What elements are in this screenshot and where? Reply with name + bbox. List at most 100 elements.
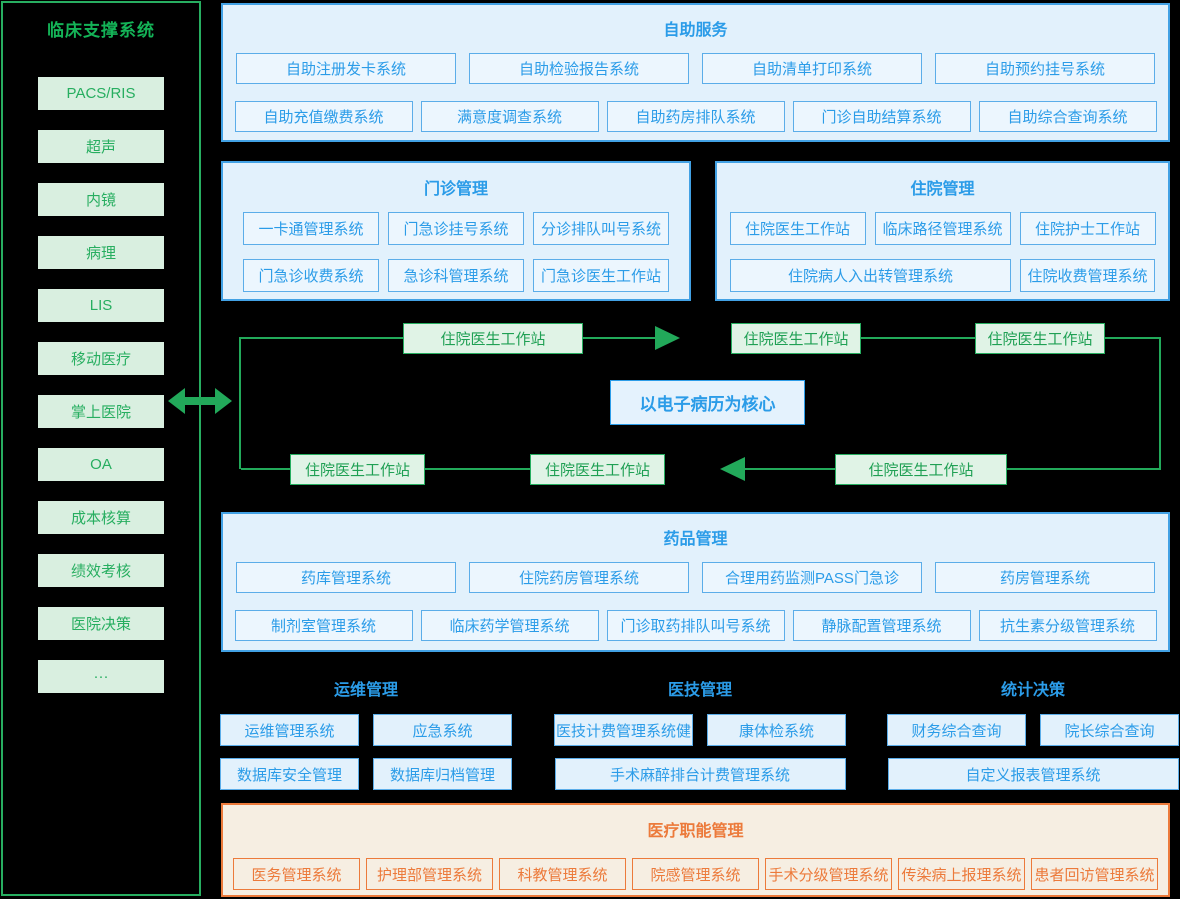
sidebar-item: PACS/RIS	[38, 77, 164, 110]
system-node: 满意度调查系统	[420, 101, 599, 132]
connector-line	[1105, 337, 1161, 339]
admin-section: 医疗职能管理 医务管理系统护理部管理系统科教管理系统院感管理系统手术分级管理系统…	[221, 803, 1170, 897]
system-node: 住院药房管理系统	[469, 562, 689, 593]
system-node: 急诊科管理系统	[388, 259, 524, 292]
system-node: 门诊取药排队叫号系统	[606, 610, 785, 641]
system-node: 临床药学管理系统	[420, 610, 599, 641]
connector-line	[239, 338, 241, 469]
sidebar-item: ···	[38, 660, 164, 693]
system-node: 分诊排队叫号系统	[533, 212, 669, 245]
self-service-row1: 自助注册发卡系统自助检验报告系统自助清单打印系统自助预约挂号系统	[223, 53, 1168, 84]
flow-station: 住院医生工作站	[975, 323, 1105, 354]
sidebar-item-list: PACS/RIS 超声内镜病理 LIS 移动医疗掌上医院 OA 成本核算绩效考核医院决策 ·…	[3, 77, 199, 693]
inpatient-row1: 住院医生工作站临床路径管理系统住院护士工作站	[717, 212, 1168, 245]
admin-row: 医务管理系统护理部管理系统科教管理系统院感管理系统手术分级管理系统传染病上报理系…	[223, 858, 1168, 890]
system-node: 数据库安全管理	[220, 758, 359, 790]
system-node: 自助检验报告系统	[469, 53, 689, 84]
system-node: 康体检系统	[707, 714, 846, 746]
self-service-title: 自助服务	[663, 22, 728, 39]
system-node: 自定义报表管理系统	[887, 758, 1179, 790]
ops-group: 运维管理 运维管理系统应急系统 数据库安全管理数据库归档管理	[220, 676, 512, 790]
sidebar-item: OA	[38, 448, 164, 481]
inpatient-section: 住院管理 住院医生工作站临床路径管理系统住院护士工作站 住院病人入出转管理系统 …	[715, 161, 1170, 301]
inpatient-title: 住院管理	[910, 181, 975, 198]
outpatient-section: 门诊管理 一卡通管理系统门急诊挂号系统分诊排队叫号系统 门急诊收费系统急诊科管理…	[221, 161, 691, 301]
flow-station: 住院医生工作站	[835, 454, 1007, 485]
system-node: 传染病上报理系统	[898, 858, 1025, 890]
medtech-group: 医技管理 医技计费管理系统健康体检系统 手术麻醉排台计费管理系统	[554, 676, 846, 790]
self-service-row2: 自助充值缴费系统满意度调查系统自助药房排队系统门诊自助结算系统自助综合查询系统	[223, 101, 1168, 132]
sidebar-item: 内镜	[38, 183, 164, 216]
system-node: 医务管理系统	[233, 858, 360, 890]
sidebar-item: 掌上医院	[38, 395, 164, 428]
system-node: 自助清单打印系统	[702, 53, 922, 84]
sync-arrow-right-head-icon	[215, 388, 232, 414]
system-node: 临床路径管理系统	[874, 212, 1011, 245]
emr-core-box: 以电子病历为核心	[610, 380, 805, 425]
system-node: 护理部管理系统	[366, 858, 493, 890]
system-node: 住院医生工作站	[729, 212, 866, 245]
ops-row2: 数据库安全管理数据库归档管理	[220, 758, 512, 790]
sidebar-title: 临床支撑系统	[47, 21, 155, 40]
connector-line	[1007, 468, 1161, 470]
system-node: 院长综合查询	[1040, 714, 1179, 746]
sidebar-item: 成本核算	[38, 501, 164, 534]
flow-station: 住院医生工作站	[403, 323, 583, 354]
outpatient-title: 门诊管理	[423, 181, 488, 198]
sidebar-item: 超声	[38, 130, 164, 163]
system-node: 手术分级管理系统	[765, 858, 892, 890]
system-node: 运维管理系统	[220, 714, 359, 746]
system-node: 制剂室管理系统	[234, 610, 413, 641]
system-node: 住院病人入出转管理系统	[730, 259, 1011, 292]
stats-title: 统计决策	[1000, 682, 1065, 699]
pharmacy-row1: 药库管理系统住院药房管理系统合理用药监测PASS门急诊药房管理系统	[223, 562, 1168, 593]
stats-row1: 财务综合查询院长综合查询	[887, 714, 1179, 746]
stats-row2: 自定义报表管理系统	[887, 758, 1179, 790]
system-node: 住院收费管理系统	[1020, 259, 1155, 292]
outpatient-row2: 门急诊收费系统急诊科管理系统门急诊医生工作站	[223, 259, 689, 292]
sidebar-item: 绩效考核	[38, 554, 164, 587]
sidebar-item: 移动医疗	[38, 342, 164, 375]
system-node: 药房管理系统	[935, 562, 1155, 593]
system-node: 院感管理系统	[632, 858, 759, 890]
system-node: 应急系统	[373, 714, 512, 746]
system-node: 科教管理系统	[499, 858, 626, 890]
system-node: 自助综合查询系统	[978, 101, 1157, 132]
sidebar-item: 病理	[38, 236, 164, 269]
system-node: 静脉配置管理系统	[792, 610, 971, 641]
system-node: 患者回访管理系统	[1031, 858, 1158, 890]
connector-line	[241, 468, 290, 470]
system-node: 医技计费管理系统健	[554, 714, 693, 746]
clinical-support-sidebar: 临床支撑系统 PACS/RIS 超声内镜病理 LIS 移动医疗掌上医院 OA 成本核算绩效…	[1, 1, 201, 896]
medtech-row1: 医技计费管理系统健康体检系统	[554, 714, 846, 746]
flow-station: 住院医生工作站	[290, 454, 425, 485]
connector-line	[583, 337, 655, 339]
system-node: 抗生素分级管理系统	[978, 610, 1157, 641]
system-node: 合理用药监测PASS门急诊	[702, 562, 922, 593]
medtech-row2: 手术麻醉排台计费管理系统	[554, 758, 846, 790]
ops-row1: 运维管理系统应急系统	[220, 714, 512, 746]
connector-line	[425, 468, 530, 470]
system-node: 自助药房排队系统	[606, 101, 785, 132]
arrow-right-icon	[655, 326, 680, 350]
inpatient-row2: 住院病人入出转管理系统 住院收费管理系统	[717, 259, 1168, 292]
system-node: 财务综合查询	[887, 714, 1026, 746]
outpatient-row1: 一卡通管理系统门急诊挂号系统分诊排队叫号系统	[223, 212, 689, 245]
flow-station: 住院医生工作站	[731, 323, 861, 354]
stats-group: 统计决策 财务综合查询院长综合查询 自定义报表管理系统	[887, 676, 1179, 790]
connector-line	[1159, 337, 1161, 470]
system-node: 药库管理系统	[236, 562, 456, 593]
sidebar-item: LIS	[38, 289, 164, 322]
system-node: 门急诊医生工作站	[533, 259, 669, 292]
system-node: 一卡通管理系统	[243, 212, 379, 245]
flow-station: 住院医生工作站	[530, 454, 665, 485]
system-node: 手术麻醉排台计费管理系统	[554, 758, 846, 790]
medtech-title: 医技管理	[667, 682, 732, 699]
sidebar-item: 医院决策	[38, 607, 164, 640]
system-node: 门急诊挂号系统	[388, 212, 524, 245]
pharmacy-section: 药品管理 药库管理系统住院药房管理系统合理用药监测PASS门急诊药房管理系统 制…	[221, 512, 1170, 652]
system-node: 自助预约挂号系统	[935, 53, 1155, 84]
system-node: 自助充值缴费系统	[234, 101, 413, 132]
sync-arrow-icon	[184, 397, 216, 405]
ops-title: 运维管理	[333, 682, 398, 699]
